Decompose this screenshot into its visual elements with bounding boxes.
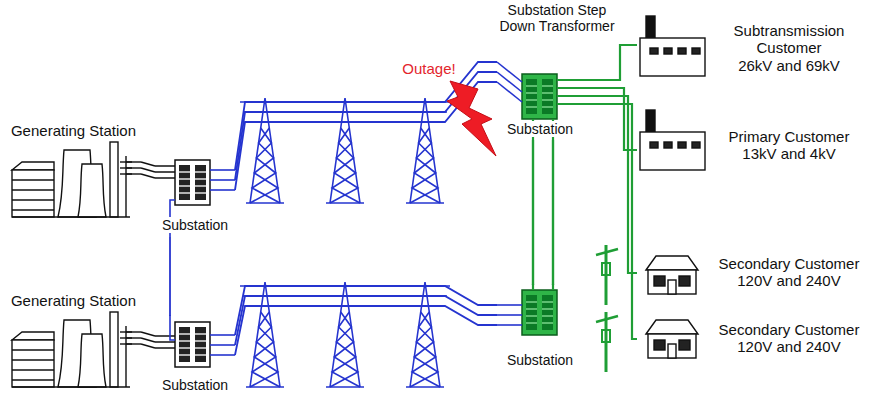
transmission-tower	[320, 282, 370, 387]
parallel-wire	[141, 162, 155, 166]
connector-group	[533, 140, 553, 285]
substation: Substation	[497, 285, 597, 372]
connector-group	[235, 286, 497, 355]
parallel-wire	[141, 344, 155, 348]
house-icon	[646, 256, 698, 294]
power-plant	[12, 142, 141, 217]
customer: Primary Customer13kV and 4kV	[637, 104, 870, 176]
node-sublabel: 13kV and 4kV	[710, 145, 868, 162]
node-label: Generating Station	[6, 292, 141, 309]
transmission-tower	[240, 98, 290, 203]
generating-station: Generating Station	[6, 290, 141, 388]
transmission-tower	[400, 98, 450, 203]
node-label: Primary Customer	[710, 128, 868, 145]
power-line	[617, 104, 637, 339]
house-icon	[646, 320, 698, 358]
connector-group	[235, 62, 497, 190]
parallel-wire	[235, 306, 497, 355]
node-sublabel: 120V and 240V	[710, 272, 868, 289]
node-label: Subtransmission Customer	[710, 22, 868, 57]
parallel-wire	[141, 332, 155, 336]
transmission-tower	[400, 282, 450, 387]
connector-group	[141, 162, 155, 178]
power-line	[235, 72, 497, 180]
parallel-wire	[552, 140, 554, 285]
connector-group	[617, 45, 637, 80]
node-label: Generating Station	[6, 122, 141, 139]
transformer	[175, 160, 210, 205]
utility-pole	[596, 312, 618, 372]
customer: Secondary Customer120V and 240V	[637, 250, 870, 296]
transformer	[522, 290, 557, 335]
lightning-bolt	[447, 81, 496, 156]
customer: Subtransmission Customer26kV and 69kV	[637, 10, 870, 82]
customer: Secondary Customer120V and 240V	[637, 316, 870, 362]
transformer	[522, 74, 557, 119]
power-line	[532, 140, 534, 285]
factory-icon	[640, 110, 705, 170]
connector-group	[170, 237, 171, 316]
generating-station: Generating Station	[6, 120, 141, 218]
node-label: Substation Step Down Transformer	[497, 2, 617, 34]
connector-group	[617, 104, 637, 339]
substation: Substation	[155, 316, 235, 396]
substation-wires	[533, 80, 618, 290]
transmission-tower	[320, 98, 370, 203]
node-label: Secondary Customer	[710, 255, 868, 272]
utility-pole	[596, 245, 618, 305]
power-line	[617, 96, 637, 273]
outage-label: Outage!	[393, 60, 465, 77]
power-line	[617, 45, 637, 80]
parallel-wire	[235, 82, 497, 190]
substation: Substation	[155, 155, 235, 237]
power-plant	[12, 312, 141, 387]
node-sublabel: Substation	[500, 121, 580, 137]
node-label: Substation	[155, 377, 235, 393]
power-line	[169, 237, 171, 316]
power-line	[141, 338, 155, 342]
node-sublabel: 120V and 240V	[710, 338, 868, 355]
parallel-wire	[141, 174, 155, 178]
station-wires	[155, 166, 175, 348]
connector-group	[617, 96, 637, 273]
substation-wires	[170, 62, 522, 355]
node-label: Substation	[155, 217, 235, 233]
node-label: Secondary Customer	[710, 321, 868, 338]
power-line	[235, 296, 497, 345]
node-label: Substation	[500, 352, 580, 368]
transformer	[175, 322, 210, 367]
parallel-wire	[235, 286, 497, 335]
factory-icon	[640, 16, 705, 76]
step-down-substation: Substation Step Down TransformerSubstati…	[497, 0, 617, 140]
transmission-tower	[240, 282, 290, 387]
parallel-wire	[235, 62, 497, 170]
node-sublabel: 26kV and 69kV	[710, 57, 868, 74]
power-line	[141, 168, 155, 172]
connector-group	[141, 332, 155, 348]
